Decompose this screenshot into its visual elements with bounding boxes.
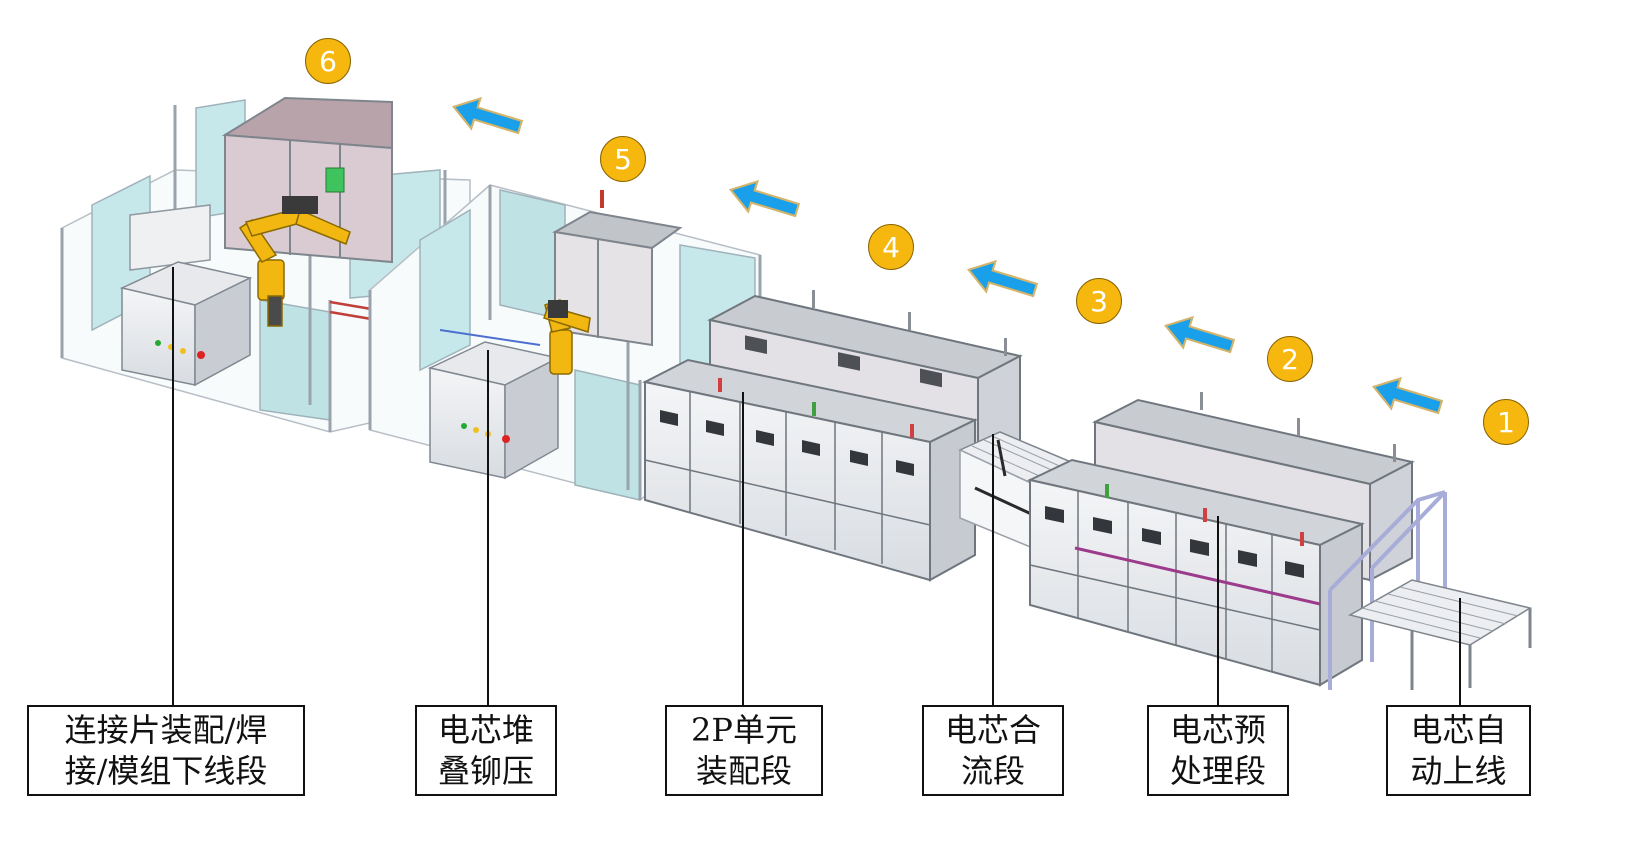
section-label-line: 处理段 bbox=[1169, 751, 1266, 790]
step-badge-6: 6 bbox=[305, 38, 351, 84]
section-label-1: 电芯自 动上线 bbox=[1386, 705, 1531, 796]
section-label-line: 连接片装配/焊 bbox=[64, 710, 268, 749]
button-red-icon bbox=[197, 351, 205, 359]
station-6-robot bbox=[238, 207, 351, 327]
flow-direction-arrow-icon bbox=[1163, 315, 1236, 354]
station-4-2p-unit-assembly bbox=[642, 290, 1023, 582]
station-4-signal-towers bbox=[718, 290, 1007, 438]
station-5-signal-tower bbox=[600, 190, 604, 208]
section-label-line: 电芯自 bbox=[1410, 710, 1507, 749]
flow-direction-arrow-icon bbox=[1371, 376, 1444, 415]
station-5-console bbox=[429, 367, 506, 479]
leader-lines bbox=[172, 267, 1461, 708]
station-5-glass-panel bbox=[419, 208, 471, 372]
section-label-4: 2P单元 装配段 bbox=[665, 705, 823, 796]
button-yellow-icon bbox=[180, 348, 186, 354]
station-2-signal-towers bbox=[1105, 392, 1396, 546]
button-green-icon bbox=[155, 340, 161, 346]
step-badge-1: 1 bbox=[1483, 399, 1529, 445]
step-badge-3: 3 bbox=[1076, 278, 1122, 324]
flow-direction-arrow-icon bbox=[451, 96, 524, 135]
section-label-3: 电芯合 流段 bbox=[922, 705, 1064, 796]
section-label-line: 电芯堆 bbox=[437, 710, 534, 749]
station-6-console-side bbox=[194, 276, 251, 387]
station-2-cell-pretreatment bbox=[1026, 392, 1415, 687]
station-5-cell-stacking bbox=[368, 184, 762, 501]
section-label-line: 电芯预 bbox=[1169, 710, 1266, 749]
section-label-5: 电芯堆 叠铆压 bbox=[415, 705, 557, 796]
section-label-6: 连接片装配/焊 接/模组下线段 bbox=[27, 705, 305, 796]
button-green-icon bbox=[461, 423, 467, 429]
section-label-line: 流段 bbox=[960, 751, 1025, 790]
step-badge-5: 5 bbox=[600, 136, 646, 182]
station-6-console bbox=[121, 287, 196, 386]
station-5-glass-panel bbox=[574, 369, 641, 501]
step-badge-4: 4 bbox=[868, 224, 914, 270]
step-badge-2: 2 bbox=[1267, 336, 1313, 382]
flow-direction-arrow-icon bbox=[966, 259, 1039, 298]
station-6-rack bbox=[129, 204, 211, 271]
station-4-back-windows bbox=[745, 335, 942, 388]
station-1-auto-loading bbox=[1328, 490, 1532, 690]
station-2-hmi-screens bbox=[1045, 506, 1304, 578]
section-label-line: 电芯合 bbox=[944, 710, 1041, 749]
flow-direction-arrow-icon bbox=[728, 179, 801, 218]
button-yellow-icon bbox=[473, 427, 479, 433]
station-4-hmi-screens bbox=[660, 410, 914, 476]
section-label-line: 2P单元 bbox=[691, 710, 797, 749]
section-label-line: 装配段 bbox=[695, 751, 792, 790]
station-2-purple-strip bbox=[1074, 546, 1321, 606]
button-red-icon bbox=[502, 435, 510, 443]
section-label-2: 电芯预 处理段 bbox=[1147, 705, 1289, 796]
station-6-module-offline bbox=[60, 96, 496, 433]
flow-arrows bbox=[451, 96, 1444, 415]
section-label-line: 动上线 bbox=[1410, 751, 1507, 790]
station-5-console-side bbox=[504, 356, 559, 480]
section-label-line: 接/模组下线段 bbox=[64, 751, 268, 790]
station-6-status-screen bbox=[325, 167, 345, 193]
section-label-line: 叠铆压 bbox=[437, 751, 534, 790]
station-2-front-side bbox=[1319, 522, 1363, 687]
